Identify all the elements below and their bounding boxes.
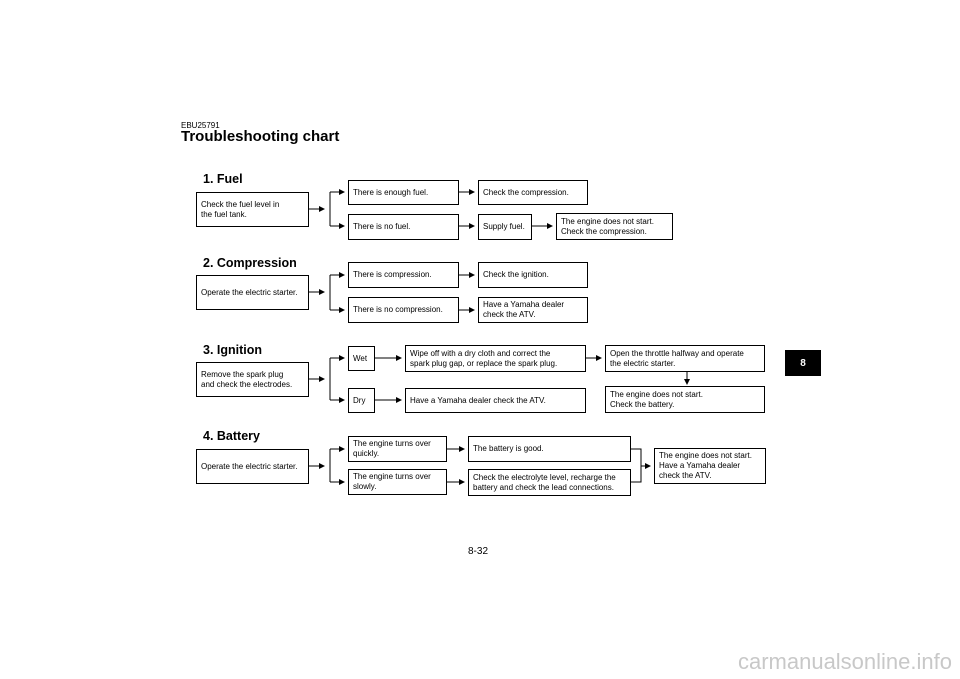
battery-good-box: The battery is good. <box>468 436 631 462</box>
ignition-wipe-box: Wipe off with a dry cloth and correct th… <box>405 345 586 372</box>
battery-quick-box: The engine turns over quickly. <box>348 436 447 462</box>
compression-check-ignition-box: Check the ignition. <box>478 262 588 288</box>
ignition-throttle-box: Open the throttle halfway and operate th… <box>605 345 765 372</box>
battery-start-box: Operate the electric starter. <box>196 449 309 484</box>
chapter-tab: 8 <box>785 350 821 376</box>
fuel-start-box: Check the fuel level in the fuel tank. <box>196 192 309 227</box>
compression-yes-box: There is compression. <box>348 262 459 288</box>
fuel-none-box: There is no fuel. <box>348 214 459 240</box>
ignition-start-box: Remove the spark plug and check the elec… <box>196 362 309 397</box>
battery-electrolyte-box: Check the electrolyte level, recharge th… <box>468 469 631 496</box>
fuel-no-start-box: The engine does not start. Check the com… <box>556 213 673 240</box>
page-title: Troubleshooting chart <box>181 128 340 145</box>
ignition-dealer-box: Have a Yamaha dealer check the ATV. <box>405 388 586 413</box>
watermark: carmanualsonline.info <box>737 649 952 674</box>
fuel-supply-box: Supply fuel. <box>478 214 532 240</box>
compression-no-box: There is no compression. <box>348 297 459 323</box>
fuel-check-compression-box: Check the compression. <box>478 180 588 205</box>
section-title-compression: 2. Compression <box>203 256 297 270</box>
section-title-ignition: 3. Ignition <box>203 343 263 357</box>
ignition-no-start-box: The engine does not start. Check the bat… <box>605 386 765 413</box>
fuel-enough-box: There is enough fuel. <box>348 180 459 205</box>
ignition-dry-box: Dry <box>348 388 375 413</box>
compression-start-box: Operate the electric starter. <box>196 275 309 310</box>
section-title-battery: 4. Battery <box>203 429 260 443</box>
battery-dealer-box: The engine does not start. Have a Yamaha… <box>654 448 766 484</box>
section-title-fuel: 1. Fuel <box>203 172 243 186</box>
document-code: EBU25791 <box>181 121 220 130</box>
compression-dealer-box: Have a Yamaha dealer check the ATV. <box>478 297 588 323</box>
battery-slow-box: The engine turns over slowly. <box>348 469 447 495</box>
ignition-wet-box: Wet <box>348 346 375 371</box>
page-number: 8-32 <box>468 546 489 557</box>
